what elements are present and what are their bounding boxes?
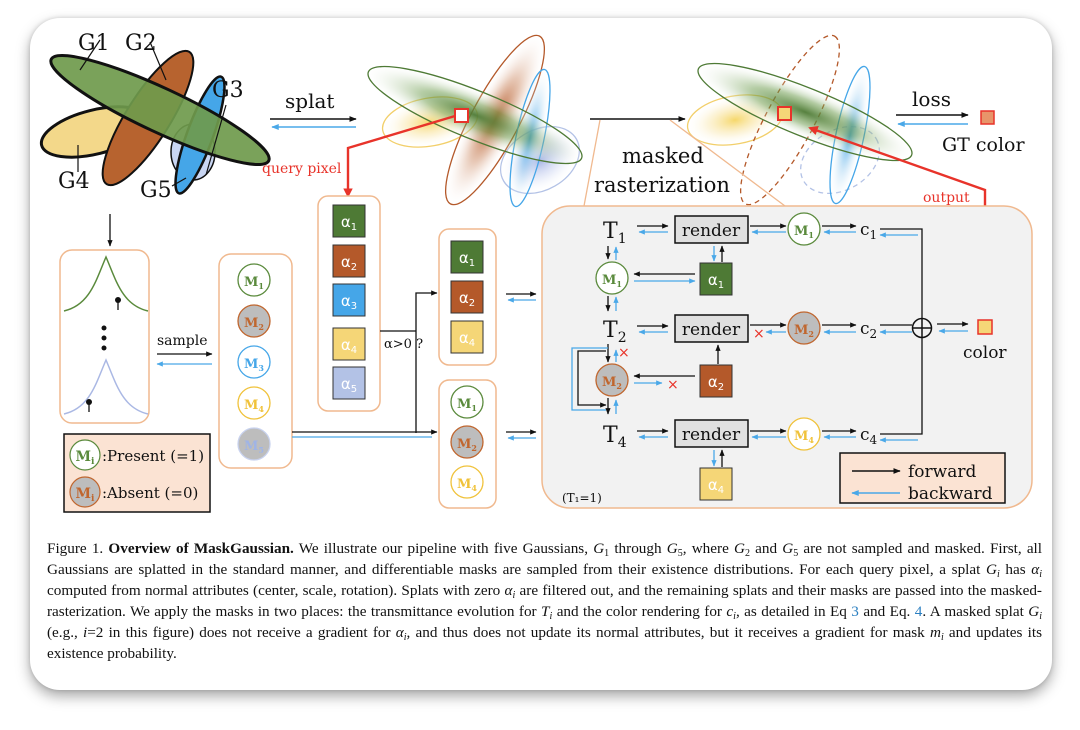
loss-label: loss bbox=[912, 87, 951, 111]
render-box-2 bbox=[674, 314, 749, 343]
filtered-mask-circle-4 bbox=[450, 465, 484, 499]
legend-absent-text: :Absent (=0) bbox=[102, 484, 198, 502]
mask-circle-1 bbox=[237, 263, 271, 297]
raster-alpha-2 bbox=[699, 364, 733, 398]
filtered-alpha-box-4 bbox=[450, 320, 484, 354]
filtered-mask-circle-1 bbox=[450, 385, 484, 419]
gt-color-label: GT color bbox=[942, 134, 1025, 156]
rendered-splats bbox=[686, 34, 913, 206]
svg-text:×: × bbox=[753, 326, 765, 342]
mask-legend: Mi :Present (=1) Mi :Absent (=0) bbox=[63, 433, 211, 513]
eq4-link[interactable]: 4 bbox=[914, 603, 923, 620]
legend-present-text: :Present (=1) bbox=[102, 447, 204, 465]
raster-mask-m2-left bbox=[595, 363, 629, 397]
filtered-mask-circle-2 bbox=[450, 425, 484, 459]
svg-text:Mi: Mi bbox=[76, 449, 96, 467]
existence-distribution-panel bbox=[59, 249, 150, 424]
alpha-filter-label: α>0 ? bbox=[384, 337, 423, 352]
svg-text:render: render bbox=[682, 320, 741, 340]
svg-text:render: render bbox=[682, 425, 741, 445]
arrow-legend bbox=[839, 452, 1006, 504]
figure-caption: Figure 1. Overview of MaskGaussian. We i… bbox=[47, 540, 1043, 662]
label-g1: G1 bbox=[78, 31, 110, 56]
raster-mask-m1-right bbox=[787, 212, 821, 246]
filtered-alpha-box-2 bbox=[450, 280, 484, 314]
raster-mask-m1-left bbox=[595, 261, 629, 295]
output-label: output bbox=[923, 190, 970, 206]
filtered-alpha-box-1 bbox=[450, 240, 484, 274]
alpha-box-3 bbox=[332, 283, 366, 317]
t1-init-note: (T₁=1) bbox=[562, 491, 602, 505]
masked-label: masked bbox=[622, 144, 704, 168]
query-pixel-label: query pixel bbox=[262, 161, 342, 177]
gt-color-swatch bbox=[980, 110, 995, 125]
splat-label: splat bbox=[285, 89, 334, 113]
mask-circle-2 bbox=[237, 304, 271, 338]
rasterization-label: rasterization bbox=[594, 173, 730, 197]
label-g3: G3 bbox=[212, 78, 244, 103]
output-color-swatch bbox=[977, 319, 993, 335]
mask-circle-3 bbox=[237, 345, 271, 379]
eq3-link[interactable]: 3 bbox=[851, 603, 859, 620]
legend-forward-label: forward bbox=[908, 462, 976, 482]
gaussian-g1-shape bbox=[49, 54, 271, 166]
render-box-1 bbox=[674, 215, 749, 244]
label-g4: G4 bbox=[58, 169, 90, 194]
raster-mask-m4-right bbox=[787, 417, 821, 451]
figure-title: Overview of MaskGaussian. bbox=[108, 540, 294, 557]
query-pixel-marker bbox=[454, 108, 469, 123]
sample-label: sample bbox=[157, 333, 208, 349]
label-g5: G5 bbox=[140, 178, 172, 203]
output-pixel-marker bbox=[777, 106, 792, 121]
rasterization-graph: T1 T2 T4 render render render α1 α2 α4 M… bbox=[562, 212, 1007, 505]
legend-backward-label: backward bbox=[908, 484, 993, 504]
color-label: color bbox=[963, 343, 1007, 363]
svg-text:×: × bbox=[618, 345, 630, 361]
figure-number: Figure 1. bbox=[47, 540, 104, 557]
mask-circle-4 bbox=[237, 386, 271, 420]
alpha-box-2 bbox=[332, 244, 366, 278]
label-g2: G2 bbox=[125, 31, 157, 56]
alpha-box-5 bbox=[332, 366, 366, 400]
query-pixel-arrow bbox=[343, 114, 456, 198]
raster-mask-m2-right bbox=[787, 311, 821, 345]
alpha-box-1 bbox=[332, 204, 366, 238]
svg-text:render: render bbox=[682, 221, 741, 241]
gaussians-3d: G1 G2 G3 G4 G5 bbox=[39, 31, 271, 203]
splat-arrows: splat bbox=[270, 89, 357, 130]
render-box-3 bbox=[674, 419, 749, 448]
figure-diagram: G1 G2 G3 G4 G5 splat query pixel bbox=[39, 31, 1033, 513]
blocked-gradient-x: × bbox=[667, 377, 679, 393]
raster-alpha-1 bbox=[699, 262, 733, 296]
mask-circle-5 bbox=[237, 427, 271, 461]
alpha-box-4 bbox=[332, 327, 366, 361]
raster-alpha-4 bbox=[699, 467, 733, 501]
svg-text:Mi: Mi bbox=[76, 486, 96, 504]
splats-2d bbox=[367, 34, 583, 208]
